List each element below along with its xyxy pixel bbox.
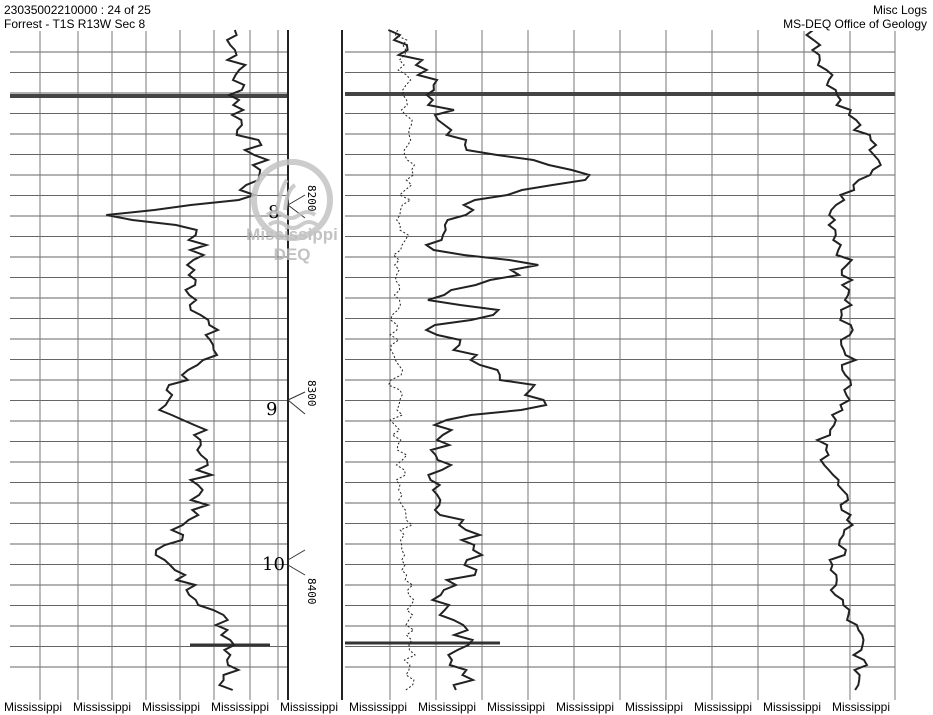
footer-label: Mississippi [487,700,546,714]
footer-label: Mississippi [73,700,132,714]
watermark-line2: DEQ [273,245,311,264]
footer-labels: Mississippi Mississippi Mississippi Miss… [4,700,901,714]
footer-label: Mississippi [625,700,684,714]
mdeq-logo-icon [251,159,333,241]
footer-label: Mississippi [349,700,408,714]
log-type: Misc Logs [870,3,929,17]
footer-label: Mississippi [556,700,615,714]
depth-label-8300: 8300 [305,380,318,407]
agency: MS-DEQ Office of Geology [781,17,929,31]
footer-label: Mississippi [832,700,891,714]
watermark-line1: Mississippi [246,225,338,244]
depth-index-9: 9 [266,399,277,420]
depth-label-8400: 8400 [305,578,318,605]
footer-label: Mississippi [763,700,822,714]
footer-label: Mississippi [142,700,201,714]
footer-label: Mississippi [694,700,753,714]
log-grid [10,30,896,700]
footer-label: Mississippi [280,700,339,714]
well-id-page: 23035002210000 : 24 of 25 [2,3,153,17]
depth-index-10: 10 [262,554,285,575]
depth-track: 8 8200 9 8300 10 8400 [262,30,343,700]
footer-label: Mississippi [418,700,477,714]
well-location: Forrest - T1S R13W Sec 8 [2,17,148,31]
footer-label: Mississippi [211,700,270,714]
depth-label-8200: 8200 [305,185,318,212]
log-curves [106,29,882,691]
watermark: Mississippi DEQ [232,150,352,265]
footer-label: Mississippi [4,700,63,714]
